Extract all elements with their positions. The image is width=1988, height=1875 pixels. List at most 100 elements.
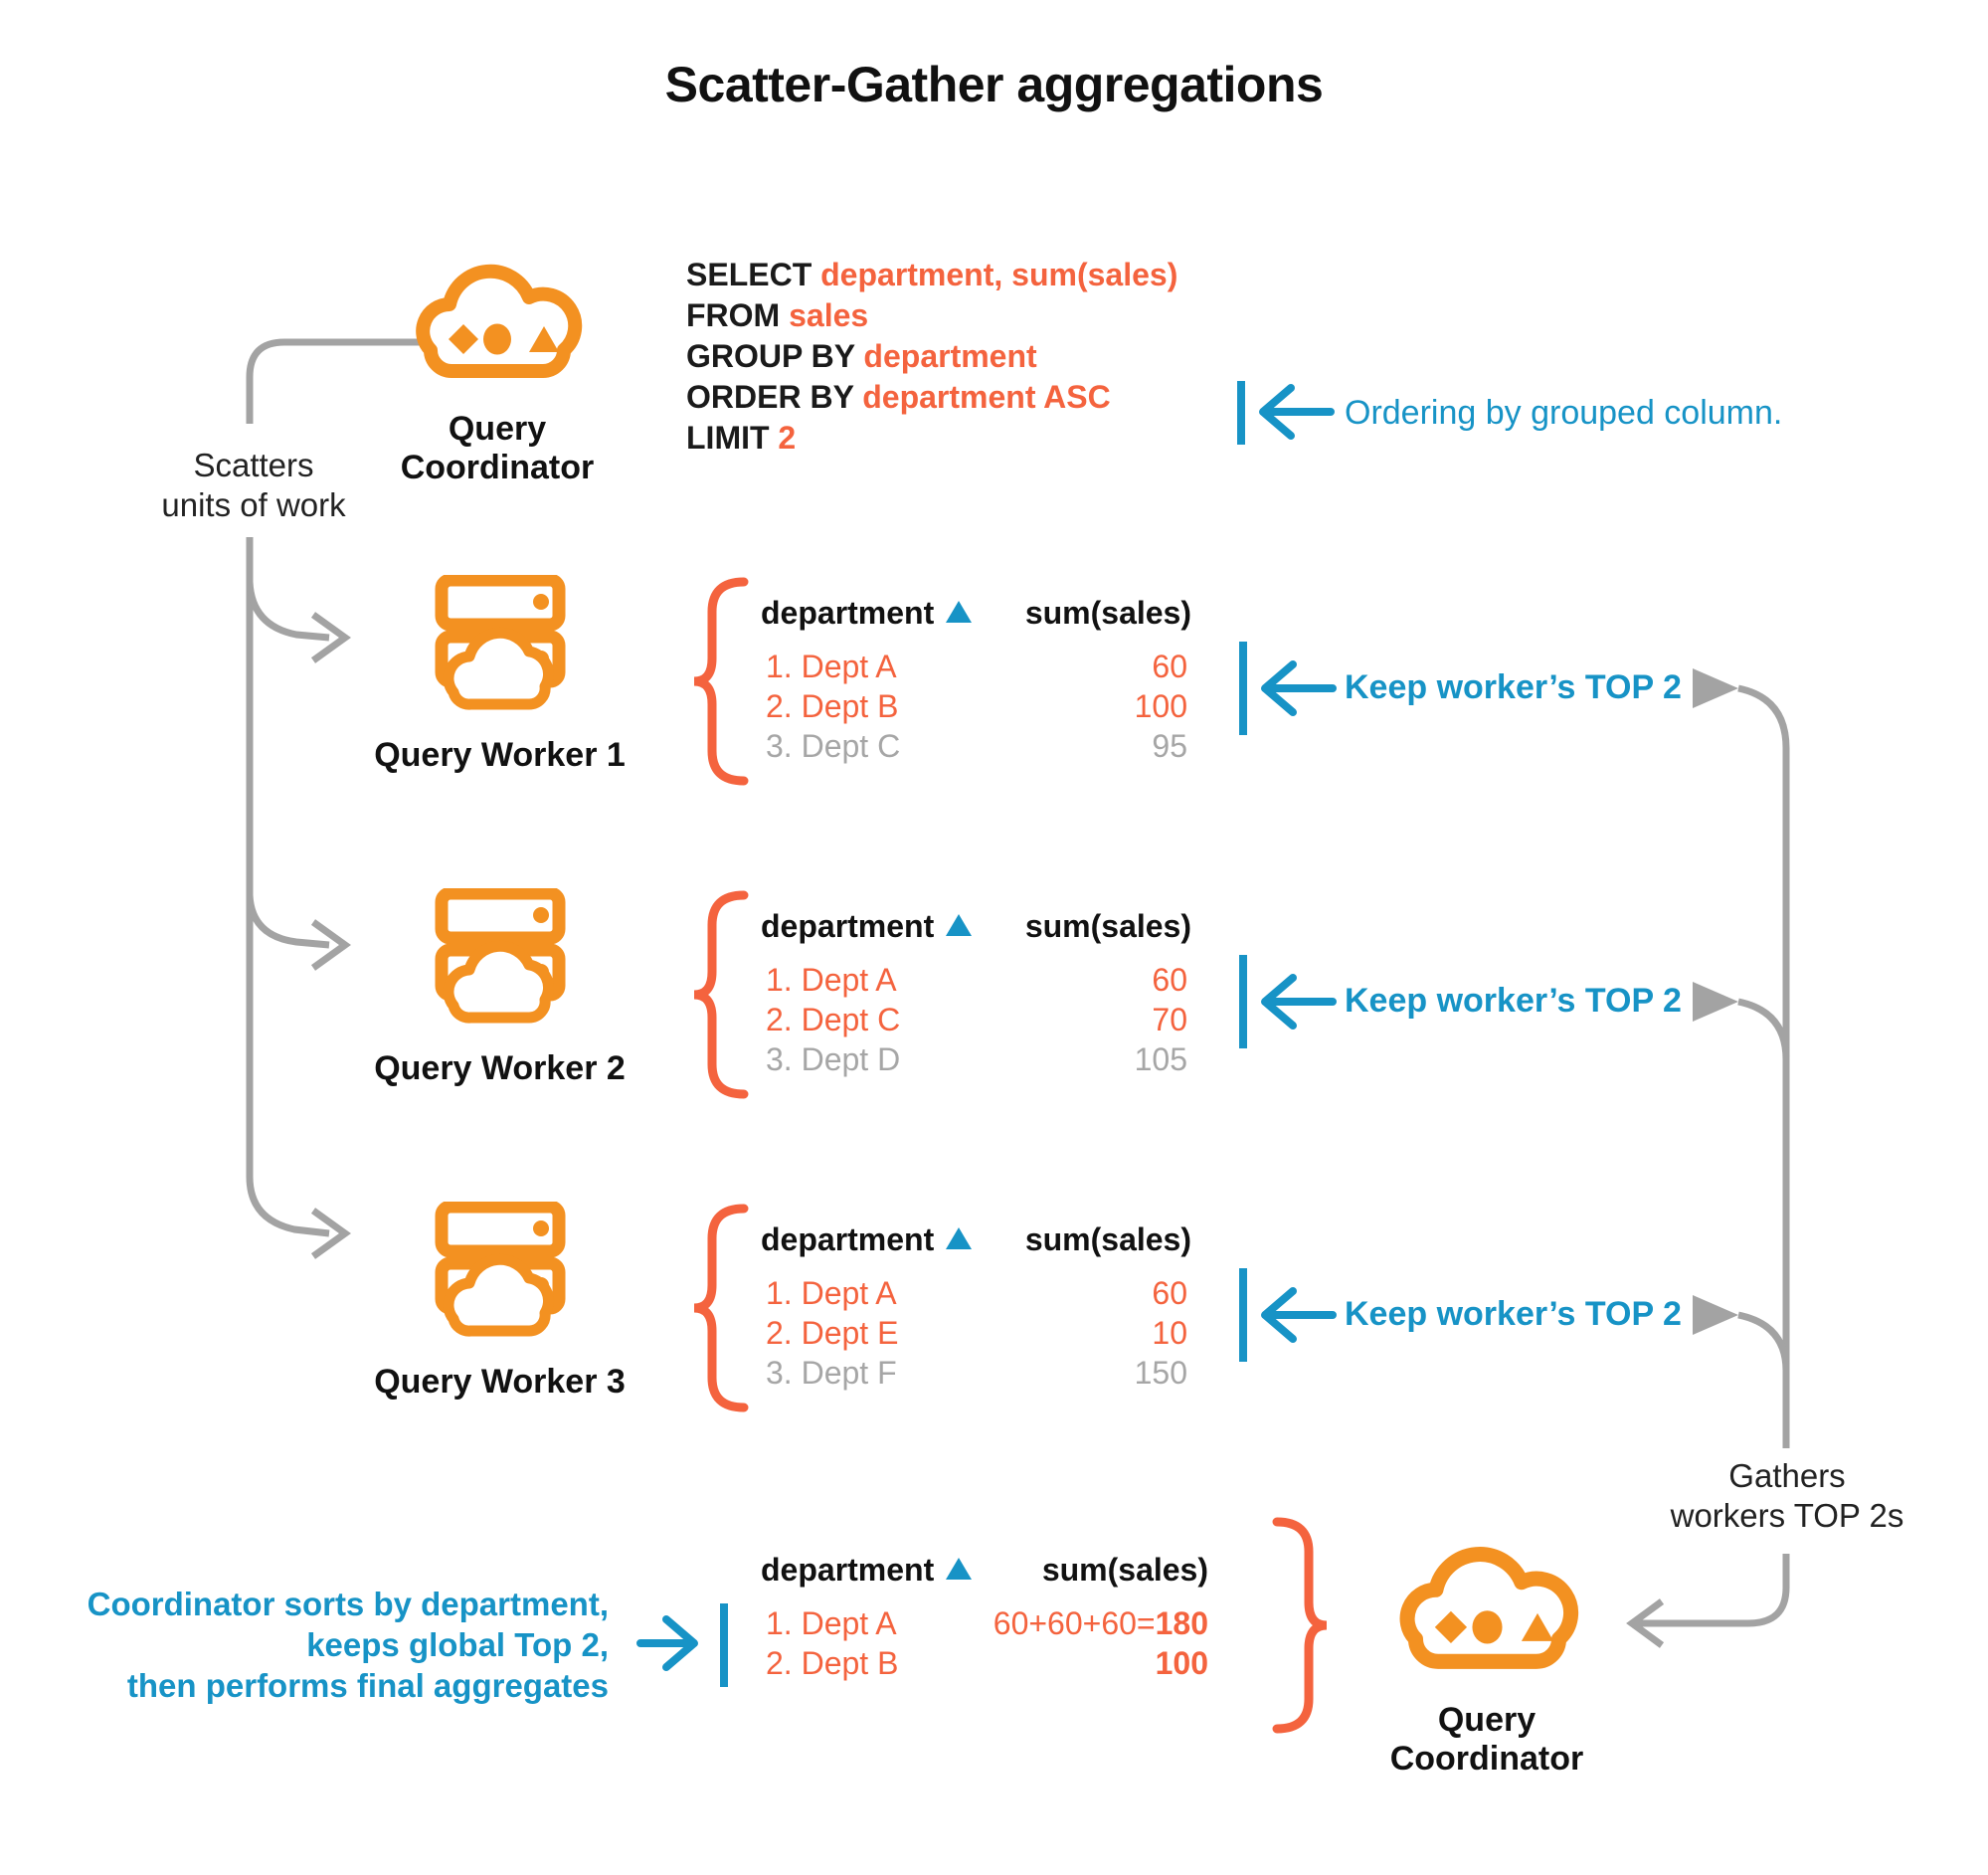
header-department: department [761,1552,935,1588]
row-total: 100 [1155,1645,1208,1681]
note-line: Coordinator sorts by department, [87,1586,609,1622]
row-value: 100 [1134,688,1187,724]
blue-arrows [636,384,1337,1671]
label-line: Query [1437,1701,1536,1739]
keep-top2-bar-2 [1239,955,1247,1048]
sql-keyword: ORDER BY [686,379,863,415]
worker-3-brace [693,1204,749,1412]
gather-arrowhead-3-icon [1693,1295,1738,1335]
braces [693,577,1328,1734]
keep-top2-left-arrow-3-icon [1261,1287,1337,1343]
server-bar [435,1202,566,1258]
sql-operand: department ASC [862,379,1111,415]
sql-operand: department, sum(sales) [820,257,1178,292]
table-row: 3. Dept C 95 [766,726,1187,766]
sort-asc-icon [946,1558,973,1580]
header-sum-sales: sum(sales) [1024,1221,1191,1257]
row-expr: 60+60+60= [993,1605,1156,1641]
sql-operand: sales [789,297,869,333]
gathers-note: Gathers workers TOP 2s [1633,1456,1941,1536]
cloud-outline [443,627,554,710]
sql-keyword: FROM [686,297,790,333]
scatter-arrow-1-icon [310,612,351,663]
row-value: 95 [1152,728,1187,764]
row-dept: 3. Dept C [766,728,901,764]
gather-arrowhead-2-icon [1693,982,1738,1022]
scatters-note: Scatters units of work [94,446,413,525]
row-total: 180 [1155,1605,1208,1641]
row-value: 70 [1152,1002,1187,1037]
header-department: department [761,908,935,944]
row-value: 60 [1152,649,1187,684]
table-row: 2. Dept B 100 [766,1643,1208,1683]
sort-asc-icon [946,601,973,623]
header-sum-sales: sum(sales) [1024,908,1191,944]
final-query-coordinator-label: Query Coordinator [1333,1701,1641,1779]
worker-2-brace [693,890,749,1099]
cloud-outline [1399,1547,1579,1669]
query-worker-2-label: Query Worker 2 [374,1049,626,1087]
query-worker-1-icon [435,575,566,710]
diamond-icon [449,324,478,354]
scatter-branch-1 [246,581,330,642]
gather-curve-2 [1737,998,1790,1060]
keep-top2-note-3: Keep worker’s TOP 2 [1345,1295,1682,1333]
triangle-icon [529,326,559,352]
final-table-header: department sum(sales) [761,1552,1208,1589]
sql-keyword: SELECT [686,257,821,292]
server-bar [435,888,566,945]
cloud-outline [443,1253,554,1337]
query-worker-1-label: Query Worker 1 [374,736,626,774]
worker-1-table-header: department sum(sales) [761,595,1191,632]
scatter-branch-2 [246,894,330,949]
note-line: workers TOP 2s [1670,1497,1904,1534]
sql-line: ORDER BY department ASC [686,377,1177,418]
scatter-line-top [246,338,431,424]
note-line: keeps global Top 2, [306,1626,609,1663]
sort-asc-icon [946,914,973,936]
row-value: 100 [1156,1643,1208,1683]
circle-icon [1472,1610,1503,1644]
gather-line-bottom [1636,1554,1790,1627]
final-query-coordinator-icon [1399,1547,1579,1669]
note-line: units of work [161,486,346,523]
row-dept: 3. Dept D [766,1041,901,1077]
query-worker-3-icon [435,1202,566,1337]
keep-top2-note-2: Keep worker’s TOP 2 [1345,982,1682,1020]
keep-top2-bar-1 [1239,642,1247,735]
row-value: 60 [1152,962,1187,998]
table-row: 2. Dept C 70 [766,1000,1187,1039]
label-line: Coordinator [1389,1740,1584,1778]
row-dept: 2. Dept C [766,1002,901,1037]
gather-lines [1626,684,1790,1648]
sort-asc-icon [946,1227,973,1249]
keep-top2-left-arrow-1-icon [1261,660,1337,716]
ordering-note: Ordering by grouped column. [1345,394,1783,432]
header-department: department [761,595,935,631]
blue-markers [720,381,1247,1687]
sql-line: LIMIT 2 [686,418,1177,459]
label-line: Coordinator [400,449,595,486]
sql-operand: 2 [778,420,797,456]
cloud-outline [416,264,583,378]
gather-curve-1 [1737,684,1790,1448]
row-dept: 3. Dept F [766,1355,897,1391]
scatter-lines [246,338,431,1259]
row-value: 60 [1152,1275,1187,1311]
row-dept: 2. Dept B [766,1645,899,1681]
note-line: Scatters [193,447,314,483]
header-sum-sales: sum(sales) [1024,595,1191,631]
query-coordinator-label: Query Coordinator [338,410,656,487]
row-dept: 1. Dept A [766,1605,897,1641]
ordering-left-arrow-icon [1259,384,1335,440]
sql-keyword: GROUP BY [686,338,864,374]
row-value: 150 [1134,1355,1187,1391]
